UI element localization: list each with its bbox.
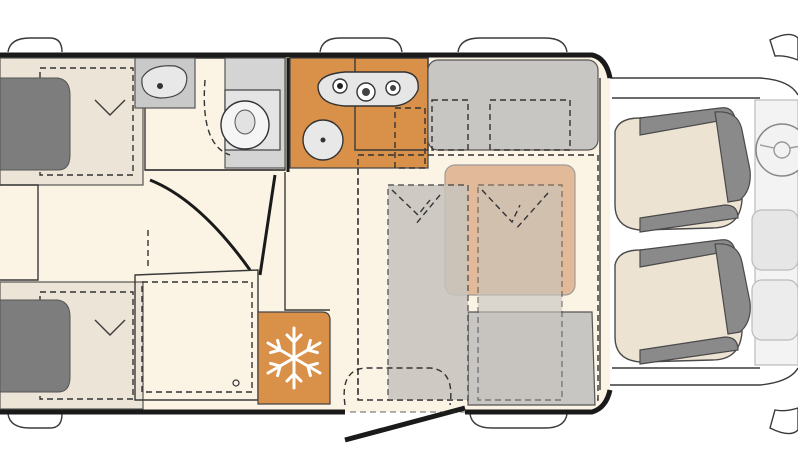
dinette-cushion-left <box>431 99 469 151</box>
rear-bed-top-pillow <box>0 77 71 171</box>
washroom <box>134 57 290 276</box>
cab-seat-passenger-arm-left <box>714 243 751 335</box>
round-sink-drain <box>320 137 326 143</box>
fridge <box>257 311 331 405</box>
cab-seat-passenger <box>614 239 751 365</box>
cab-seat-passenger-arm-bottom <box>639 336 739 365</box>
cab-outline-top <box>610 77 798 96</box>
dropdown-bed-left <box>387 184 469 401</box>
entrance-step <box>343 367 452 406</box>
driver-cab <box>610 33 798 435</box>
arch-bottom-front <box>469 413 568 429</box>
entrance-door-leaf <box>344 405 466 443</box>
shower-inner <box>141 281 253 393</box>
corridor-door <box>258 174 277 276</box>
hob-burner-center <box>390 85 396 91</box>
kitchen-dashed-cabinet <box>394 107 426 169</box>
washroom-door <box>149 178 252 271</box>
cab-seat-driver-arm-bottom <box>639 204 739 233</box>
rear-bed-bottom <box>0 281 144 410</box>
arch-top-front <box>457 37 568 53</box>
dropdown-bed-fold-left <box>391 189 441 226</box>
dinette <box>343 59 599 406</box>
rear-bed-bottom-pillow <box>0 299 71 393</box>
mirror-bottom <box>769 407 798 435</box>
cab-seat-driver <box>614 107 751 233</box>
cab-seat-driver-arm-left <box>714 111 751 203</box>
rear-bed-top-fold <box>94 99 126 116</box>
washbasin-tap <box>157 83 163 89</box>
arch-bottom-rear <box>7 413 63 429</box>
cab-seat-driver-base <box>614 111 743 231</box>
snowflake-arm <box>266 338 322 378</box>
arch-top-mid <box>319 37 403 53</box>
outer-walls <box>0 52 613 415</box>
hob-burner-icon <box>332 78 401 102</box>
wall-top <box>0 52 613 79</box>
mirror-top <box>769 33 798 61</box>
rear-bed-bottom-fold <box>94 319 126 336</box>
wall-bottom-front <box>465 389 613 415</box>
wheel-arches <box>7 37 568 429</box>
toilet-hole <box>234 109 256 135</box>
snowflake-icon <box>266 326 322 390</box>
rear-bed-top <box>0 57 144 186</box>
dinette-backrest <box>427 59 599 151</box>
dinette-cushion-right <box>489 99 571 151</box>
dropdown-bed-fold-right <box>481 189 549 231</box>
toilet-door-swing <box>203 79 231 156</box>
center-console <box>751 209 798 271</box>
steering-wheel-rim <box>755 123 798 177</box>
hob-burner-center <box>337 83 343 89</box>
cab-outline-bottom <box>610 367 798 386</box>
passenger-dash <box>751 279 798 341</box>
steering-wheel-spoke <box>759 144 798 149</box>
steering-wheel-icon <box>755 123 798 177</box>
steering-wheel-hub <box>773 141 791 159</box>
entrance-door <box>344 405 470 443</box>
shower-drain <box>232 379 240 387</box>
hob-burner-center <box>362 88 370 96</box>
wall-interior-divider <box>284 172 330 311</box>
cab-seat-passenger-base <box>614 243 743 363</box>
dinette-bench-region <box>357 154 599 401</box>
dropdown-bed-right <box>477 184 563 401</box>
kitchen-extension <box>354 57 429 151</box>
washbasin <box>141 65 188 99</box>
kitchen-block <box>289 57 429 169</box>
wall-rear <box>0 184 39 281</box>
arch-top-rear <box>7 37 63 53</box>
